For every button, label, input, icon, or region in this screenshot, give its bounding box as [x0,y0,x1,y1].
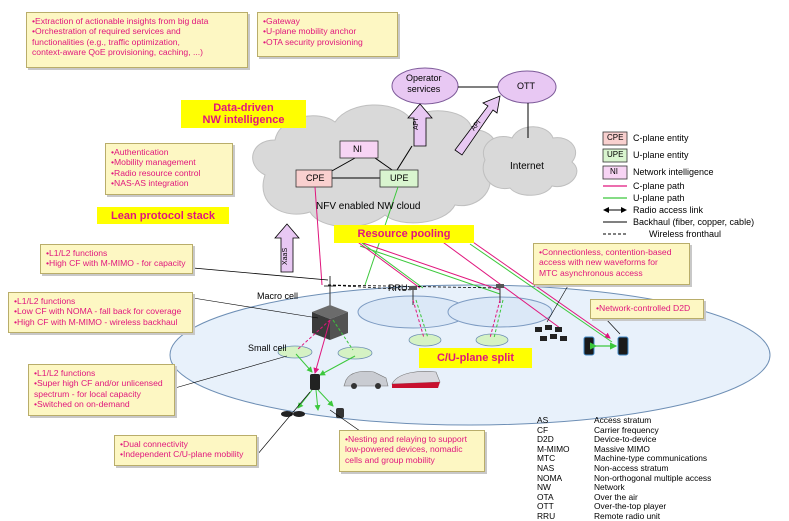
abbreviation-term: NAS [537,463,555,473]
api-label: API [413,118,420,130]
ni-node [339,140,379,159]
abbreviation-term: NOMA [537,472,563,483]
callout-l1l2-small: •L1/L2 functions •Super high CF and/or u… [28,364,175,416]
callout-l1l2-capacity: •L1/L2 functions •High CF with M-MIMO - … [40,244,193,274]
small-cell-coverage [475,333,509,347]
macro-cell-cube [312,305,348,340]
abbreviation-term: NW [537,482,551,493]
abbreviation-term: RRU [537,511,556,521]
d2d-phone-icon [583,336,595,356]
legend-radio-text: Radio access link [633,205,704,215]
rru-label: RRU [388,283,408,293]
legend-fronthaul-text: Wireless fronthaul [649,229,722,239]
callout-big-data: •Extraction of actionable insights from … [26,12,248,68]
legend-upe-code: UPE [607,150,624,159]
banner-lean-protocol: Lean protocol stack [97,207,229,224]
legend-cpe-swatch [602,131,628,146]
abbreviation-definition: Non-access stratum [594,463,669,473]
abbreviation-term: MTC [537,453,556,464]
legend-ni-swatch [602,165,628,180]
small-cell-label: Small cell [248,343,287,353]
banner-resource-pooling: Resource pooling [334,225,474,243]
abbreviation-term: OTA [537,491,554,502]
train-icon [391,371,441,388]
abbreviation-term: AS [537,415,549,425]
mtc-devices-icon [535,325,567,341]
small-cell-coverage [337,346,373,360]
rru-antenna [496,284,504,303]
abbreviation-definition: Access stratum [594,415,652,425]
d2d-phone-icon [617,336,629,356]
banner-data-driven: Data-driven NW intelligence [181,100,306,128]
abbreviation-definition: Non-orthogonal multiple access [594,472,712,483]
smartphone-icon [310,374,320,390]
legend-upe-swatch [602,148,628,163]
abbreviation-term: M-MIMO [537,443,570,454]
ni-label: NI [353,144,362,154]
api-arrow [407,103,433,147]
abbreviation-definition: Carrier frequency [594,424,659,435]
abbreviation-term: D2D [537,434,554,445]
banner-cu-plane-split: C/U-plane split [419,348,532,368]
legend-upe-text: U-plane entity [633,150,689,160]
abbreviation-definition: Machine-type communications [594,453,708,464]
upe-node [379,169,419,188]
cpe-node [295,169,333,188]
cpe-label: CPE [306,173,325,183]
internet-cloud [482,126,578,196]
abbreviation-definition: Device-to-device [594,434,657,445]
internet-label: Internet [510,161,544,172]
callout-l1l2-macro: •L1/L2 functions •Low CF with NOMA - fal… [8,292,193,333]
car-icon [343,370,389,389]
callout-authentication: •Authentication •Mobility management •Ra… [105,143,233,195]
small-cell-coverage [408,333,442,347]
smart-glasses-icon [281,411,305,417]
abbreviation-definition: Over-the-top player [594,501,667,512]
abbreviation-term: OTT [537,501,554,512]
api-arrow-ott [454,95,501,156]
xaas-label: XaaS [282,247,289,265]
callout-nesting: •Nesting and relaying to support low-pow… [339,430,485,472]
callout-gateway: •Gateway •U-plane mobility anchor •OTA s… [257,12,398,57]
ott-label: OTT [517,81,535,91]
abbreviation-definition: Remote radio unit [594,511,661,521]
legend-ni-code: NI [610,167,618,176]
callout-dual-connectivity: •Dual connectivity •Independent C/U-plan… [114,435,257,466]
callout-d2d: •Network-controlled D2D [590,299,704,319]
operator-label: Operator services [406,73,442,94]
operator-node [391,67,459,105]
xaas-arrow [274,223,300,273]
upe-label: UPE [390,173,409,183]
abbreviation-definition: Massive MIMO [594,443,650,454]
callout-connectionless: •Connectionless, contention-based access… [533,243,690,285]
legend-backhaul-text: Backhaul (fiber, copper, cable) [633,217,755,227]
rru-antenna [409,286,417,305]
legend-cpe-code: CPE [607,133,624,142]
legend-cpath-text: C-plane path [633,181,685,191]
abbreviation-definition: Network [594,482,625,493]
legend-upath-text: U-plane path [633,193,685,203]
legend-cpe-text: C-plane entity [633,133,689,143]
abbreviation-definition: Over the air [594,491,638,502]
small-cell-coverage [277,345,313,359]
abbreviation-term: CF [537,424,549,435]
smartwatch-icon [336,408,344,418]
macro-cell-label: Macro cell [257,291,299,301]
legend-ni-text: Network intelligence [633,167,714,177]
cloud-label: NFV enabled NW cloud [316,201,421,212]
